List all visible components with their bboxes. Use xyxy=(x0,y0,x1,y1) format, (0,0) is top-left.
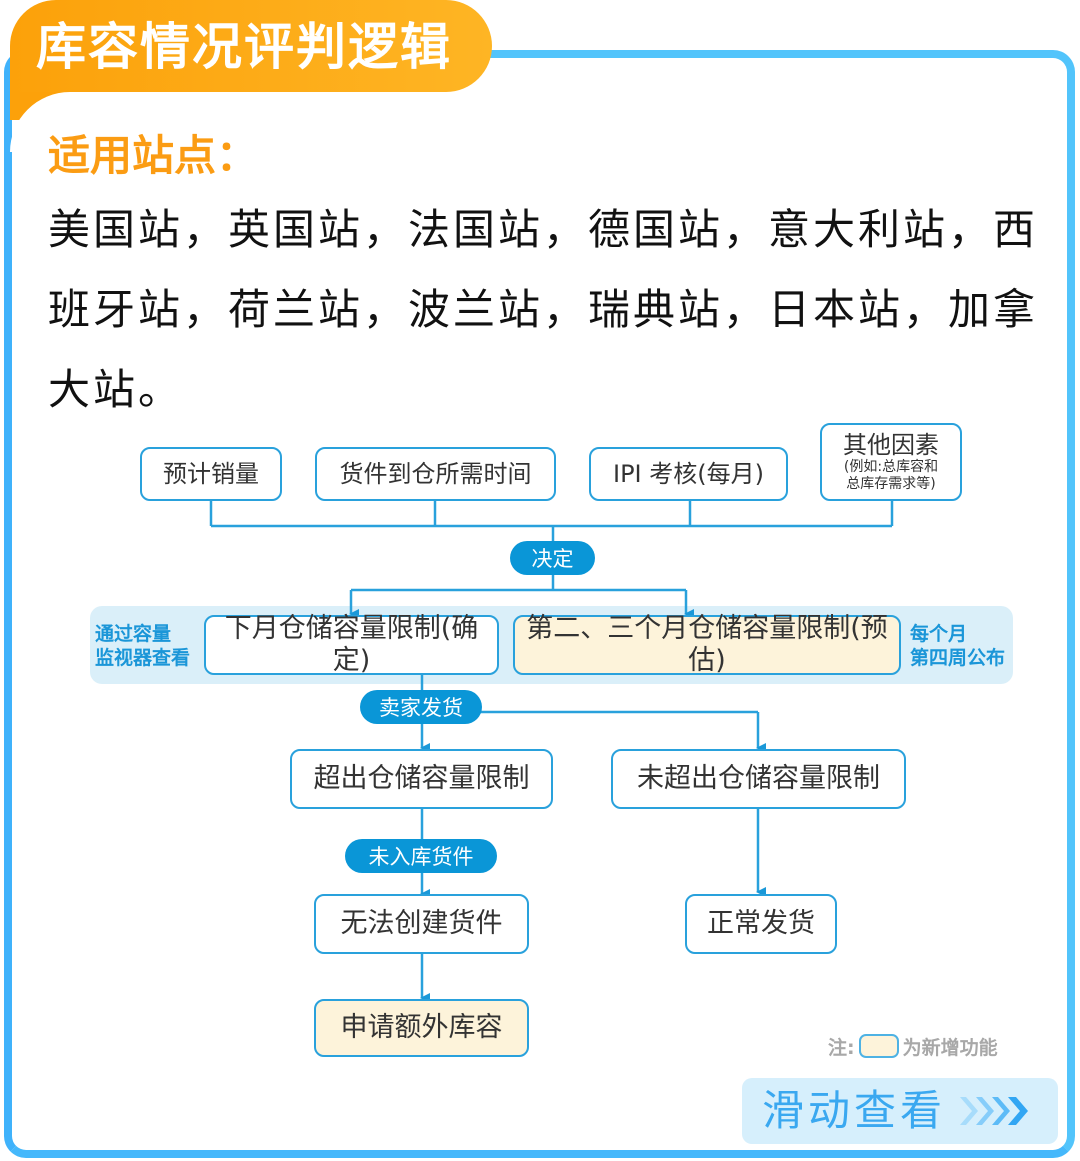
title-tab xyxy=(10,0,492,92)
limit-confirmed-label: 下月仓储容量限制(确定) xyxy=(224,612,479,676)
not-received-pill: 未入库货件 xyxy=(345,839,497,873)
exceed-limit-label: 超出仓储容量限制 xyxy=(313,762,530,794)
normal-ship-box: 正常发货 xyxy=(685,894,837,954)
input-label: IPI 考核(每月) xyxy=(613,459,764,488)
new-feature-swatch xyxy=(858,1034,899,1058)
band-right-note: 每个月 第四周公布 xyxy=(910,622,1005,670)
input-label: 货件到仓所需时间 xyxy=(339,459,532,488)
input-box-other-factors: 其他因素 (例如:总库容和 总库存需求等) xyxy=(820,423,962,501)
input-box-shipment-time: 货件到仓所需时间 xyxy=(315,447,556,501)
exceed-limit-box: 超出仓储容量限制 xyxy=(290,749,553,809)
decide-pill: 决定 xyxy=(510,541,595,575)
input-label: 预计销量 xyxy=(163,459,259,488)
cannot-create-label: 无法创建货件 xyxy=(340,907,503,939)
legend-suffix: 为新增功能 xyxy=(902,1036,998,1059)
input-sublabel: 总库存需求等) xyxy=(846,476,936,493)
band-right-note-line2: 第四周公布 xyxy=(910,647,1006,669)
band-left-note: 通过容量 监视器查看 xyxy=(95,622,190,670)
limit-confirmed-box: 下月仓储容量限制(确定) xyxy=(204,612,499,676)
input-box-sales-forecast: 预计销量 xyxy=(140,447,282,501)
not-exceed-limit-label: 未超出仓储容量限制 xyxy=(637,762,880,794)
cannot-create-box: 无法创建货件 xyxy=(314,894,529,954)
seller-ship-pill: 卖家发货 xyxy=(360,690,482,724)
limit-estimated-box: 第二、三个月仓储容量限制(预估) xyxy=(513,612,901,676)
stations-label: 适用站点： xyxy=(48,131,259,180)
limit-estimated-label: 第二、三个月仓储容量限制(预估) xyxy=(526,612,888,676)
legend-prefix: 注: xyxy=(828,1036,855,1059)
band-right-note-line1: 每个月 xyxy=(910,623,968,645)
legend: 注: 为新增功能 xyxy=(828,1032,998,1060)
swipe-to-view-button[interactable]: 滑动查看 xyxy=(742,1078,1058,1144)
page-title: 库容情况评判逻辑 xyxy=(36,18,452,76)
not-exceed-limit-box: 未超出仓储容量限制 xyxy=(611,749,906,809)
chevrons-right-icon xyxy=(958,1093,1038,1129)
normal-ship-label: 正常发货 xyxy=(707,907,815,939)
apply-extra-box: 申请额外库容 xyxy=(314,999,529,1057)
band-left-note-line2: 监视器查看 xyxy=(95,647,191,669)
swipe-label: 滑动查看 xyxy=(762,1086,947,1135)
stations-text: 美国站，英国站，法国站，德国站，意大利站，西班牙站，荷兰站，波兰站，瑞典站，日本… xyxy=(48,205,1039,414)
input-sublabel: (例如:总库容和 xyxy=(843,459,939,476)
apply-extra-label: 申请额外库容 xyxy=(340,1011,503,1043)
input-box-ipi-score: IPI 考核(每月) xyxy=(589,447,788,501)
band-left-note-line1: 通过容量 xyxy=(95,623,172,645)
card-frame xyxy=(4,50,1075,1158)
input-label: 其他因素 xyxy=(843,430,939,459)
